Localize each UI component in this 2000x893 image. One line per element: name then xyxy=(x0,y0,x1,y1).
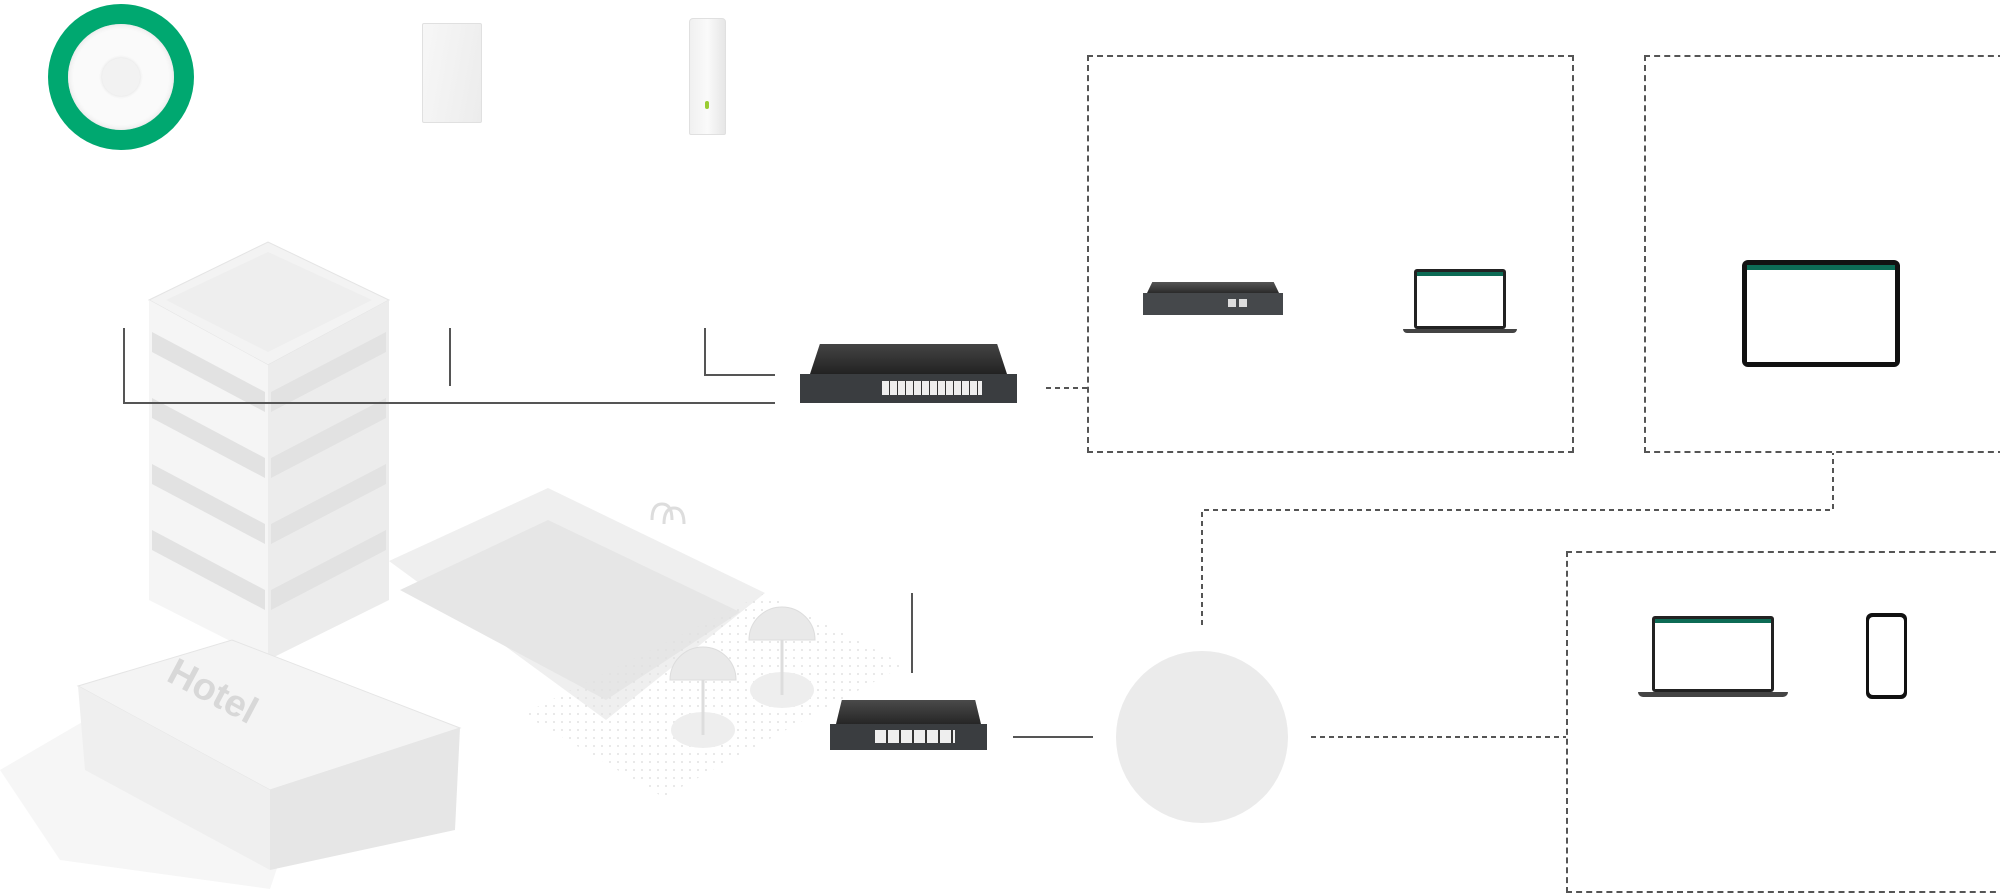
ceiling-access-point-icon[interactable] xyxy=(48,4,194,150)
remote-management-zone xyxy=(1566,551,2000,893)
hardware-controller-icon[interactable] xyxy=(1143,282,1283,315)
omada-logo xyxy=(102,58,140,96)
phone-icon[interactable] xyxy=(1866,613,1907,699)
cloud-circle xyxy=(1116,651,1288,823)
poe-switch-icon[interactable] xyxy=(800,344,1017,403)
local-controller-zone xyxy=(1087,55,1574,453)
laptop-icon[interactable] xyxy=(1403,269,1517,335)
cloud-links xyxy=(1046,387,1834,738)
gateway-router-icon[interactable] xyxy=(830,700,987,750)
umbrella-icon xyxy=(748,606,816,708)
hotel-tower xyxy=(147,241,391,660)
cloud-controller-zone xyxy=(1644,55,2000,453)
wall-plate-access-point-icon[interactable] xyxy=(422,23,482,123)
tablet-icon[interactable] xyxy=(1742,260,1900,367)
laptop-icon[interactable] xyxy=(1638,616,1788,699)
umbrella-icon xyxy=(669,646,737,748)
hotel-podium xyxy=(76,639,462,870)
pool-deck xyxy=(523,593,905,797)
ethernet-cables xyxy=(123,328,1093,738)
outdoor-access-point-icon[interactable] xyxy=(689,18,726,135)
